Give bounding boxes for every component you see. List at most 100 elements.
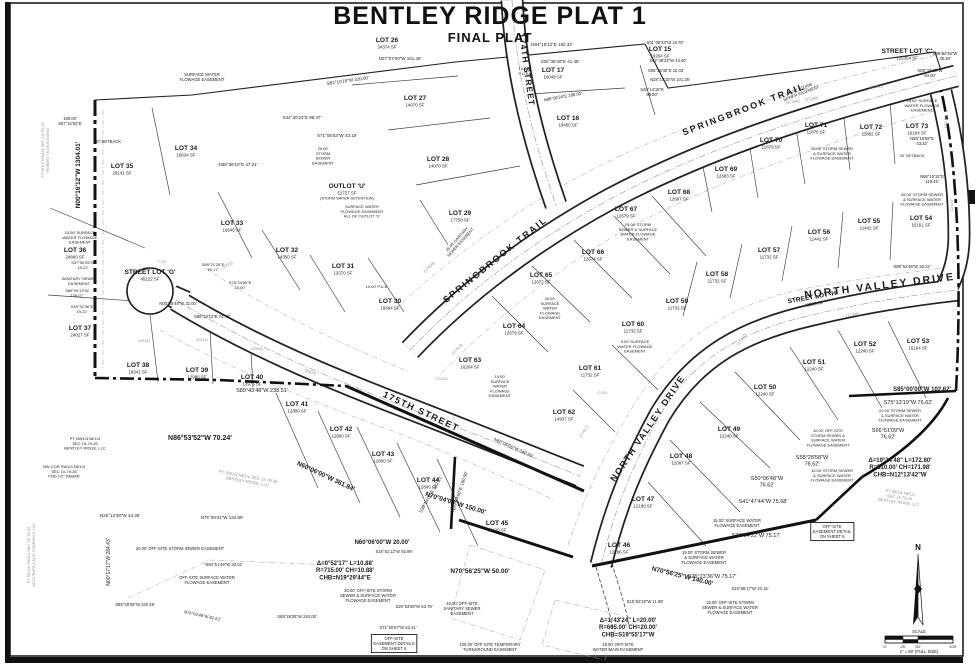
annotation-text: (17417)	[578, 424, 590, 439]
lot-line	[887, 320, 927, 399]
annotation-text: N86°53'52"W 70.24'	[168, 434, 232, 442]
lot-line	[217, 191, 253, 259]
annotation-text: Δ=19°24'48" L=172.80'R=510.00' CH=171.98…	[868, 458, 932, 478]
lot-line	[387, 117, 491, 131]
lot-line	[647, 481, 707, 547]
lot-line	[789, 346, 839, 421]
annotation-text: (17200)	[869, 84, 883, 89]
plat-boundary-bold	[93, 89, 960, 568]
annotation-text: N00°16'12"W 1304.01'	[74, 141, 82, 208]
lot-line	[415, 165, 521, 186]
annotation-text: (17204)	[786, 98, 801, 105]
lot-line	[573, 239, 633, 299]
lot-line	[396, 442, 441, 533]
lot-line	[351, 75, 459, 86]
lot-label: OUTLOT 'U'51727 SF(STORM WATER DETENTION…	[320, 183, 374, 200]
border-bottom-bar	[5, 657, 963, 663]
annotation-text: (5314)	[196, 337, 208, 342]
annotation-text: PT SE1/4 NW1/4 SEC 15-79-26ACCURATE LAND…	[26, 523, 36, 587]
annotation-text: N28°14'15"W 101.35'	[650, 77, 690, 82]
annotation-text: N25°13'38"W 43.36'	[100, 513, 140, 518]
annotation-text: (5308)	[251, 346, 263, 351]
lot-line	[613, 215, 671, 275]
border-rect	[9, 2, 964, 657]
lot-line	[729, 243, 743, 299]
annotation-text: N35°36'10"E 47.21'	[219, 162, 258, 167]
annotation-text: Δ=0°52'17" L=10.88'R=715.00' CH=10.88'CH…	[316, 561, 374, 581]
annotation-text: S89°26'05"W 232.49'	[115, 602, 155, 607]
lot-line	[531, 265, 591, 323]
lot-line	[781, 225, 793, 282]
annotation-text: S15°52'28"W 11.99'	[627, 599, 664, 604]
annotation-text: N84°18'12"E 192.32'	[531, 42, 573, 47]
annotation-text: 30' SETBACK	[900, 153, 925, 158]
annotation-text: C76	[158, 259, 166, 264]
lot-line	[49, 207, 146, 249]
annotation-text: (17408)	[422, 260, 436, 274]
annotation-text: S05°36'40"E 41.48'	[541, 59, 580, 64]
annotation-text: (17308)	[846, 311, 861, 318]
lot-line	[889, 201, 894, 261]
lot-line	[572, 389, 616, 433]
annotation-text: (17412)	[450, 342, 464, 356]
annotation-text: PT W1/2 NW1/4 SEC 15-79-26ROBERT W WUENS…	[40, 122, 50, 178]
annotation-text: 190.00'S87°31'52"E	[58, 116, 82, 126]
street-name-label: NORTH VALLEY DRIVE	[608, 373, 687, 483]
annotation-text: S33°34'22"W 75.17'	[732, 533, 781, 539]
page-title: BENTLEY RIDGE PLAT 1	[333, 2, 647, 30]
north-arrow-diamond	[914, 584, 922, 594]
street-bands	[126, 0, 971, 631]
scale-tick-label: 50'	[915, 644, 920, 649]
scale-bar-caption: 1" = 50' (FULL SIZE)	[900, 649, 939, 654]
lot-line	[151, 107, 171, 196]
annotation-text: S89°33'12"E 74.70'	[194, 314, 230, 319]
annotation-text: S52°49'34"W 43.60'	[649, 58, 686, 63]
annotation-text: (5304)	[304, 367, 317, 376]
annotation-text: 10.00'P.U.E.	[518, 66, 529, 76]
annotation-text: S85°00'00"W 102.62'	[893, 387, 951, 393]
annotation-text: S29°53'58"W 53.79'	[395, 604, 432, 609]
lot-line	[317, 410, 361, 504]
annotation-text: (5318)	[138, 338, 150, 343]
